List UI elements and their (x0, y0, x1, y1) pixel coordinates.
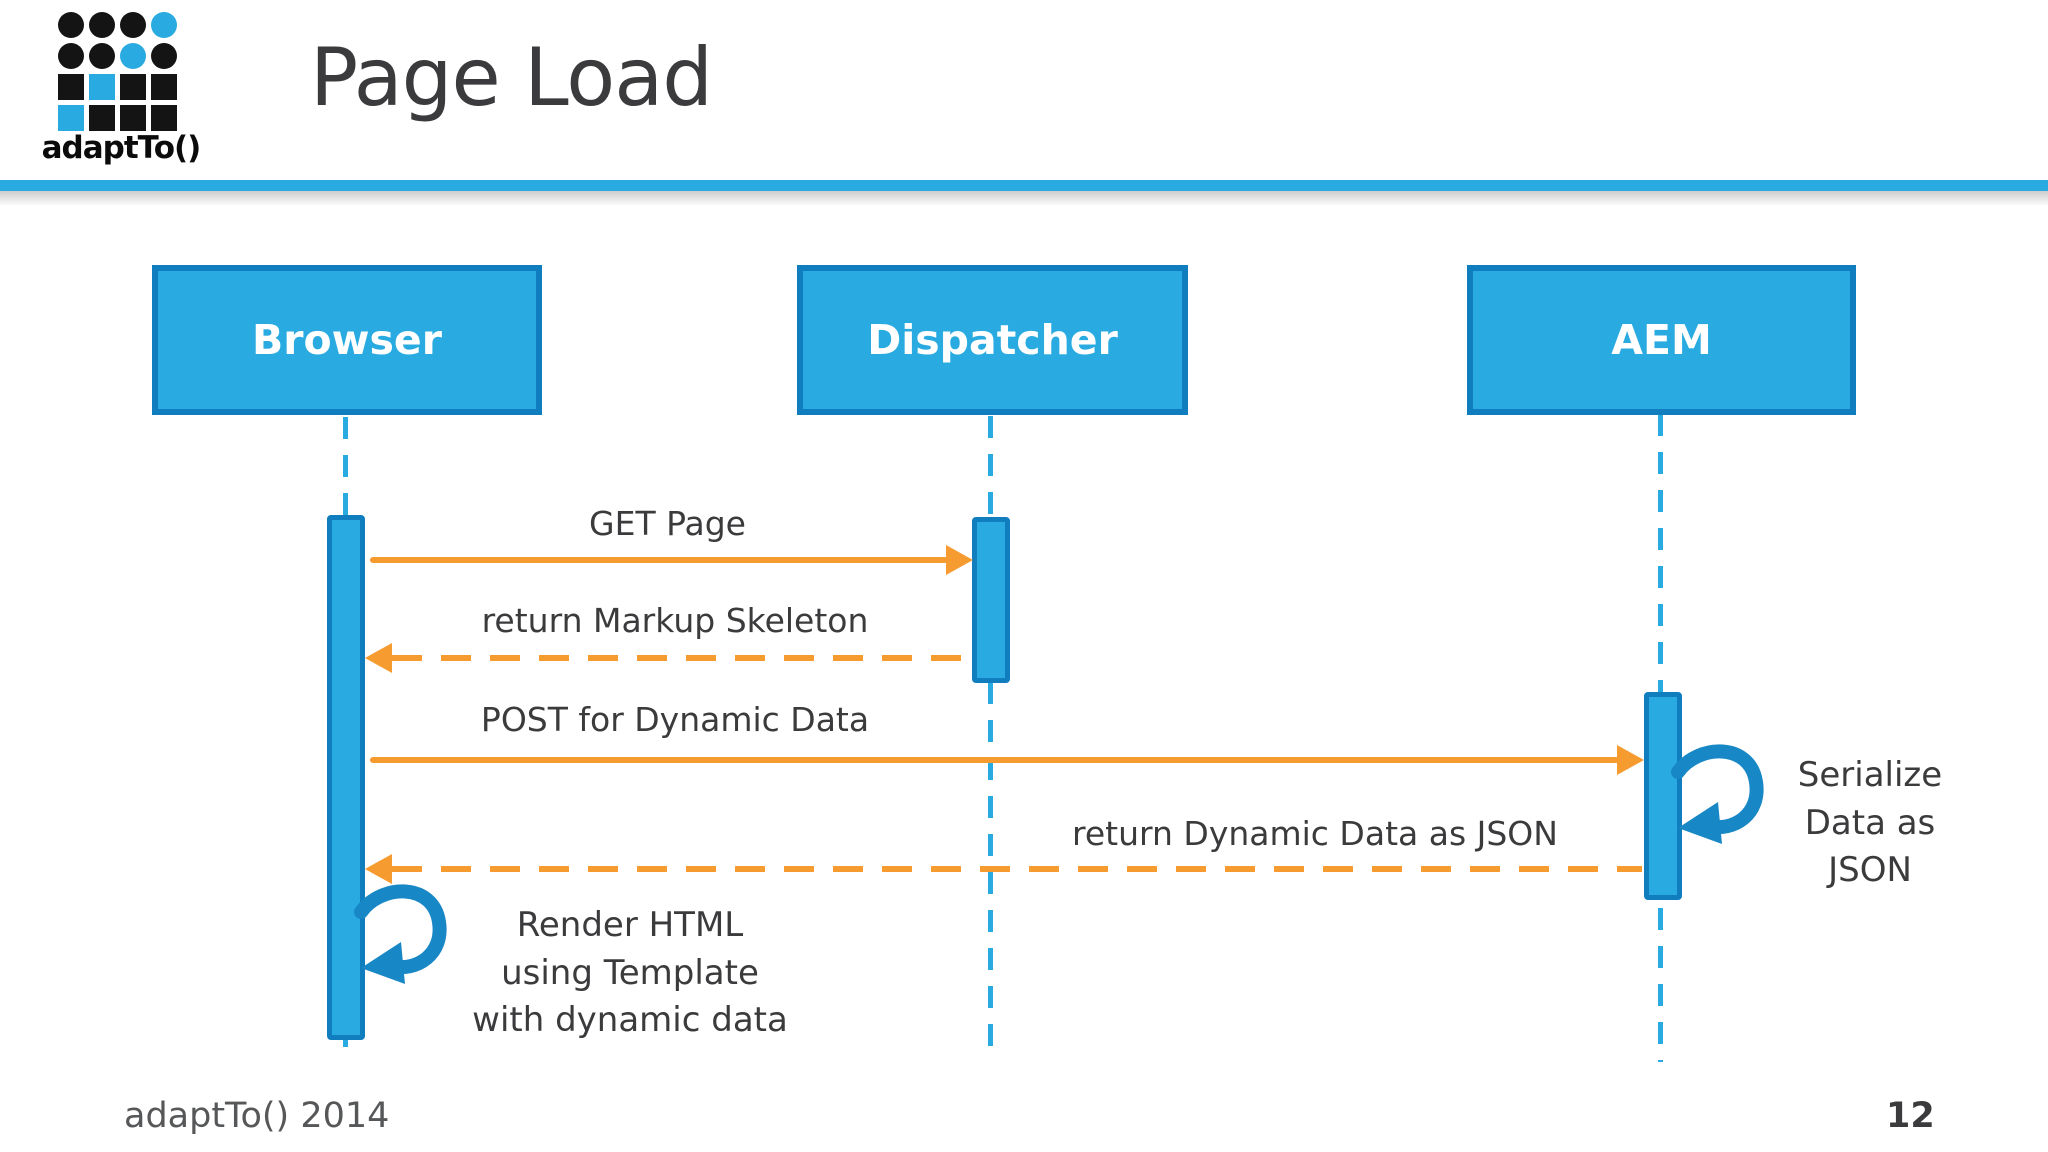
page-title: Page Load (310, 31, 713, 124)
logo-grid-cell (151, 12, 177, 38)
arrowhead-left-icon (365, 854, 392, 884)
header-divider-shadow (0, 191, 2048, 206)
logo-grid-cell (89, 74, 115, 100)
logo-grid-cell (89, 43, 115, 69)
logo-grid-cell (58, 105, 84, 131)
actor-aem-label: AEM (1611, 316, 1712, 364)
logo-grid-cell (58, 12, 84, 38)
message-label-return-dynamic-data: return Dynamic Data as JSON (1072, 814, 1558, 853)
footer-conference-name: adaptTo() 2014 (124, 1096, 390, 1136)
logo-grid-cell (120, 105, 146, 131)
logo-grid-cell (120, 74, 146, 100)
adaptto-logo (58, 12, 177, 131)
actor-browser-label: Browser (252, 316, 442, 364)
logo-grid-cell (120, 43, 146, 69)
logo-grid-cell (89, 12, 115, 38)
arrowhead-left-icon (365, 643, 392, 673)
message-arrow-return-markup (392, 655, 970, 661)
header-divider (0, 180, 2048, 191)
logo-grid-cell (151, 74, 177, 100)
actor-browser: Browser (152, 265, 542, 415)
self-loop-label-serialize: Serialize Data as JSON (1797, 755, 1943, 891)
logo-grid-cell (151, 105, 177, 131)
self-loop-label-render: Render HTML using Template with dynamic … (472, 905, 788, 1041)
actor-dispatcher-label: Dispatcher (867, 316, 1118, 364)
message-label-post-dynamic-data: POST for Dynamic Data (480, 700, 870, 739)
logo-grid-cell (120, 12, 146, 38)
activation-bar-aem (1644, 692, 1682, 900)
lifeline-dispatcher (988, 416, 993, 1056)
message-arrow-return-dynamic-data (392, 866, 1642, 872)
activation-bar-dispatcher (972, 517, 1010, 683)
logo-grid-cell (58, 74, 84, 100)
arrowhead-right-icon (946, 545, 973, 575)
page-number: 12 (1886, 1096, 1935, 1136)
logo-grid-cell (89, 105, 115, 131)
message-arrow-post-dynamic-data (370, 757, 1619, 763)
self-loop-icon (354, 884, 447, 984)
logo-grid-cell (58, 43, 84, 69)
self-loop-icon (1671, 744, 1764, 844)
message-label-get-page: GET Page (589, 504, 746, 543)
actor-dispatcher: Dispatcher (797, 265, 1188, 415)
arrowhead-right-icon (1617, 745, 1644, 775)
activation-bar-browser (327, 515, 365, 1040)
actor-aem: AEM (1467, 265, 1856, 415)
adaptto-logo-text: adaptTo() (41, 130, 202, 166)
message-label-return-markup: return Markup Skeleton (481, 601, 869, 640)
message-arrow-get-page (370, 557, 948, 563)
logo-grid-cell (151, 43, 177, 69)
